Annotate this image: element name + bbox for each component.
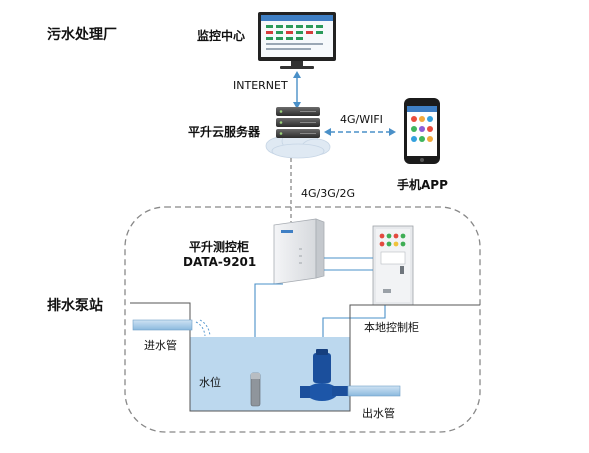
- local-cabinet-label: 本地控制柜: [364, 321, 419, 334]
- internet-label: INTERNET: [233, 79, 288, 92]
- outlet-pipe-label: 出水管: [362, 407, 395, 420]
- monitor-icon: [258, 12, 336, 69]
- local-control-cabinet: [372, 225, 414, 306]
- cloud-server-label: 平升云服务器: [188, 125, 261, 139]
- cellular-label: 4G/3G/2G: [301, 187, 355, 200]
- wifi-label: 4G/WIFI: [340, 113, 383, 126]
- phone-icon: [404, 98, 440, 164]
- level-sensor: [250, 372, 261, 407]
- pump-icon: [300, 349, 348, 401]
- outlet-pipe: [347, 385, 401, 397]
- server-icon: [276, 107, 320, 138]
- cabinet-name-label: 平升测控柜: [189, 240, 250, 254]
- inlet-pipe: [132, 319, 211, 337]
- pump-station-boundary: [124, 206, 481, 433]
- internet-link: [293, 71, 301, 109]
- pump-station-title: 排水泵站: [47, 298, 103, 314]
- cabinet-model-label: DATA-9201: [183, 255, 257, 269]
- control-lines: [324, 257, 373, 271]
- water-level-label: 水位: [199, 376, 221, 389]
- measurement-cabinet: [273, 218, 325, 285]
- plant-title: 污水处理厂: [47, 27, 117, 43]
- monitor-center-label: 监控中心: [197, 29, 246, 43]
- wifi-link: [324, 128, 396, 136]
- mobile-app-label: 手机APP: [397, 178, 448, 192]
- inlet-pipe-label: 进水管: [144, 339, 177, 352]
- pump-cable: [322, 305, 386, 352]
